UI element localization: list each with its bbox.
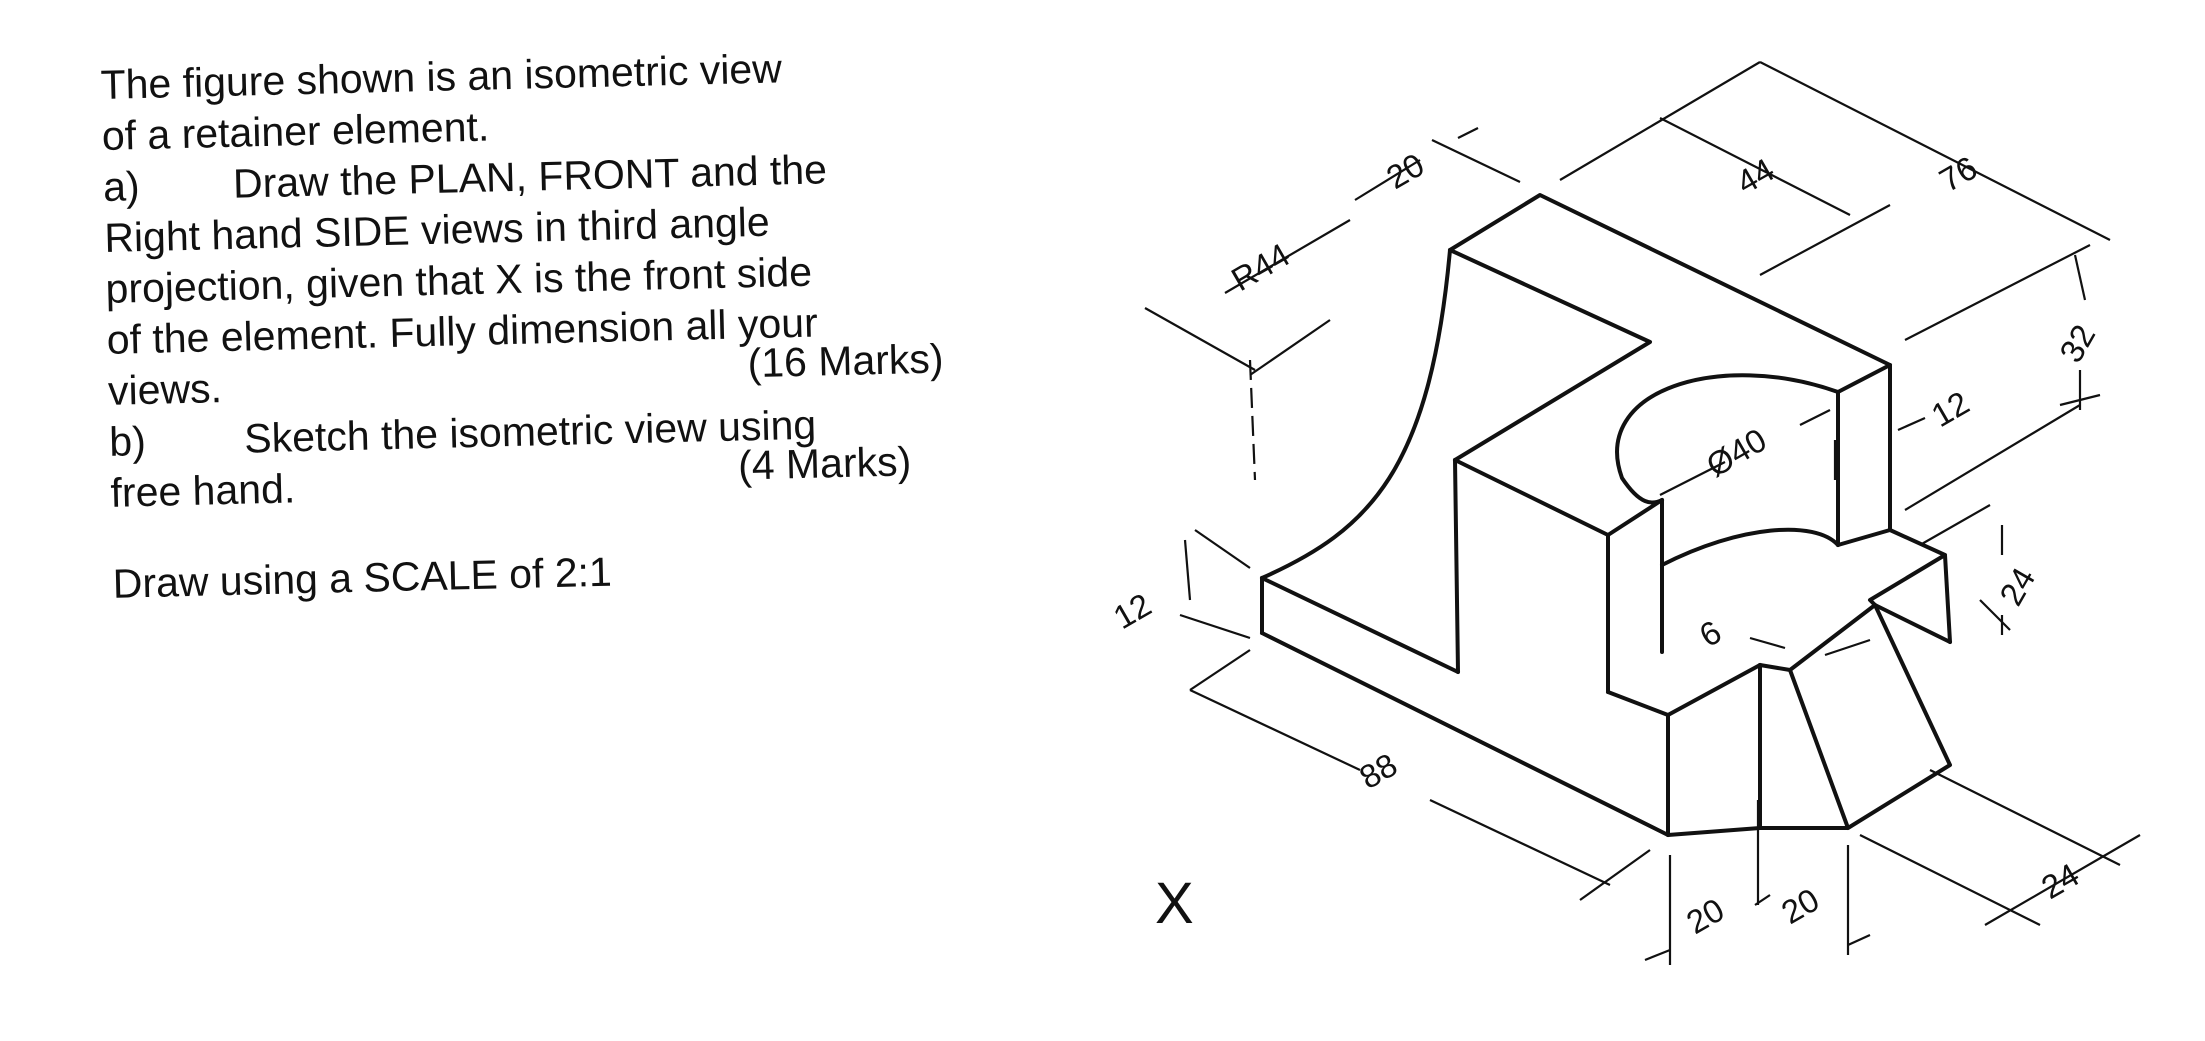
object-outline	[1260, 193, 1952, 837]
dim-r44: R44	[1225, 236, 1296, 298]
dimension-labels: 20 44 76 R44 32 12 Ø40 12 24 6 88 20 20 …	[1107, 146, 2102, 941]
r44-arc	[1260, 248, 1452, 580]
slot-faces	[1758, 603, 1952, 830]
base-front-long	[1260, 631, 1670, 837]
dim-dia40: Ø40	[1700, 421, 1773, 484]
dim-12-right: 12	[1925, 384, 1975, 434]
bore-semicircle	[1615, 373, 1840, 505]
dim-76: 76	[1933, 149, 1983, 199]
dim-24-right: 24	[1992, 561, 2042, 611]
dim-20-top: 20	[1380, 146, 1430, 196]
front-side-marker: X	[1155, 871, 1194, 936]
dim-32: 32	[2052, 318, 2102, 368]
base-top-left	[1260, 576, 1460, 674]
upper-top-face	[1448, 193, 1892, 462]
edge-left-vertical	[1453, 458, 1460, 674]
dim-20-bottom-left: 20	[1680, 891, 1730, 941]
dim-12-left: 12	[1107, 586, 1157, 636]
right-ledge	[1836, 528, 1952, 644]
dim-24-bottom: 24	[2035, 856, 2085, 906]
dim-6: 6	[1693, 613, 1727, 654]
dim-88: 88	[1353, 746, 1403, 796]
dim-20-bottom-right: 20	[1775, 881, 1825, 931]
dimension-lines	[1144, 61, 2141, 965]
